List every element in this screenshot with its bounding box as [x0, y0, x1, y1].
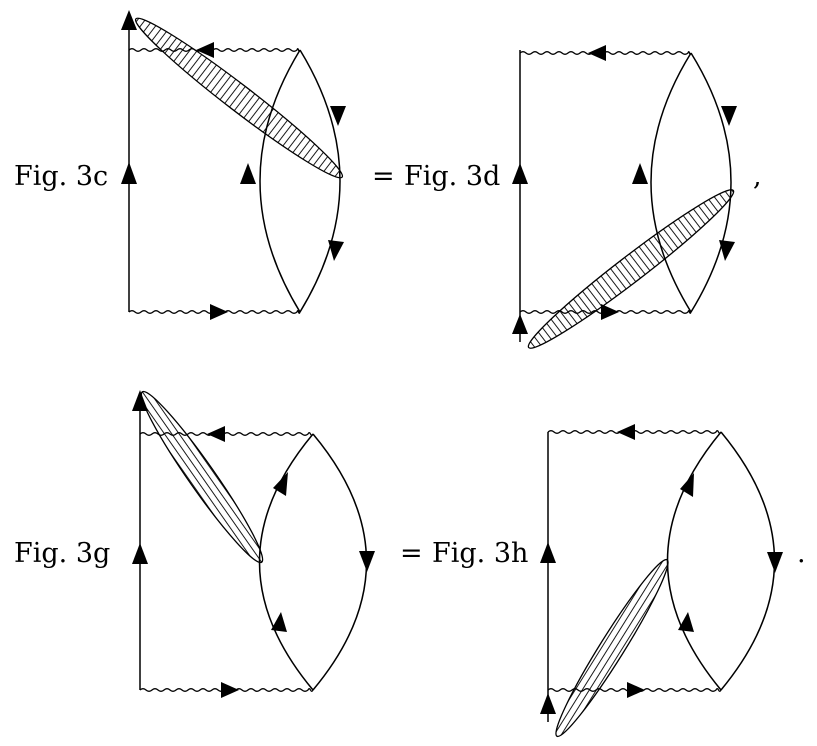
arrow-up — [121, 10, 137, 30]
arrow-up — [632, 163, 648, 184]
arrow-up — [512, 163, 528, 184]
arrow-up — [240, 163, 256, 184]
fermion-arc-right — [720, 431, 776, 691]
arrow-left — [588, 45, 606, 61]
fermion-arc-right — [690, 52, 732, 313]
diagram-3h — [540, 424, 783, 738]
arrow-up — [680, 473, 694, 497]
fermion-arc-left — [258, 433, 314, 691]
arrow-up — [271, 612, 287, 632]
arrow-down — [767, 552, 783, 573]
hatched-blob — [134, 17, 344, 179]
arrow-right — [221, 682, 239, 698]
arrow-left — [196, 42, 214, 58]
diagram-3d — [512, 45, 737, 349]
label-fig-3d: Fig. 3d — [404, 161, 500, 192]
arrow-left — [207, 426, 225, 442]
arrow-right — [210, 304, 228, 320]
comma: , — [753, 161, 762, 192]
arrow-up — [512, 314, 528, 334]
hatched-blob — [555, 558, 669, 738]
arrow-down — [359, 551, 375, 572]
arrow-down — [328, 240, 344, 261]
hatched-blob — [140, 390, 264, 564]
arrow-up — [132, 543, 148, 564]
diagram-3c — [121, 10, 346, 320]
arrow-right — [627, 682, 645, 698]
period: . — [797, 538, 806, 569]
fermion-arc-left — [259, 49, 301, 313]
label-fig-3h: Fig. 3h — [432, 538, 528, 569]
arrow-left — [617, 424, 635, 440]
equals-sign: = — [372, 161, 395, 192]
label-fig-3g: Fig. 3g — [14, 538, 110, 569]
fermion-arc-left — [666, 431, 722, 691]
arrow-up — [273, 472, 288, 496]
arrow-up — [540, 693, 556, 714]
arrow-right — [601, 304, 619, 320]
hatched-blob — [527, 189, 735, 349]
diagram-3g — [132, 390, 375, 698]
photon-line-top — [519, 51, 692, 55]
fermion-arc-left — [650, 52, 692, 313]
arrow-up — [540, 542, 556, 563]
photon-line-top — [547, 430, 722, 434]
photon-line-top — [128, 48, 301, 52]
arrow-down — [330, 106, 346, 126]
label-fig-3c: Fig. 3c — [14, 161, 108, 192]
arrow-up — [121, 162, 137, 184]
equals-sign: = — [400, 538, 423, 569]
fermion-arc-right — [299, 49, 341, 313]
arrow-down — [719, 240, 735, 261]
fermion-arc-right — [312, 433, 368, 691]
arrow-up — [678, 612, 694, 632]
arrow-up — [132, 390, 148, 411]
arrow-down — [721, 106, 737, 126]
